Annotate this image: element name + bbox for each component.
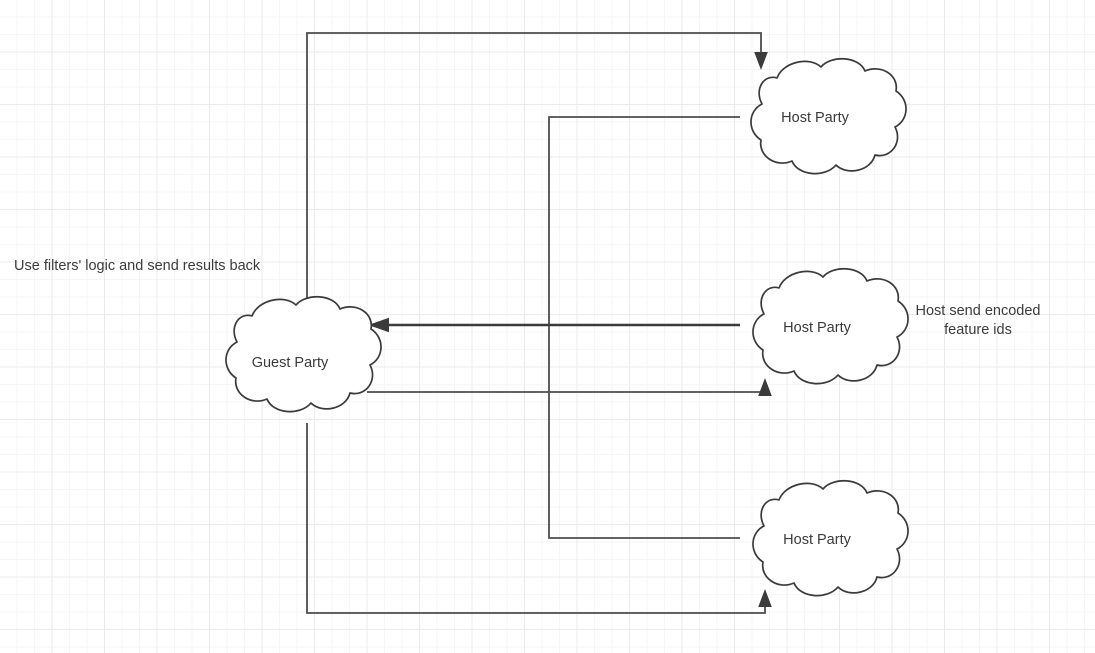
node-host-party-top[interactable]: Host Party xyxy=(750,58,907,175)
host-party-middle-cloud-shape xyxy=(752,268,909,385)
edge-host-top-to-host-bottom xyxy=(548,116,740,539)
host-party-bottom-cloud-shape xyxy=(752,480,909,597)
node-host-party-bottom[interactable]: Host Party xyxy=(752,480,909,597)
arrowhead-host-middle-to-guest-icon xyxy=(368,317,389,333)
guest-party-label: Guest Party xyxy=(252,355,329,371)
annotation-left-note: Use filters' logic and send results back xyxy=(14,258,261,274)
host-party-top-label: Host Party xyxy=(781,110,849,126)
edge-guest-to-host-bottom xyxy=(306,423,766,614)
guest-party-cloud-shape xyxy=(225,296,382,413)
annotation-right-note-line2: feature ids xyxy=(944,322,1012,338)
node-host-party-middle[interactable]: Host Party xyxy=(752,268,909,385)
arrowhead-guest-to-host-bottom-icon xyxy=(758,589,772,607)
arrowhead-guest-to-host-middle-icon xyxy=(758,378,772,396)
annotation-right-note-line1: Host send encoded xyxy=(916,303,1041,319)
host-party-middle-label: Host Party xyxy=(783,320,851,336)
edge-guest-to-host-top xyxy=(306,32,762,300)
edge-guest-to-host-middle xyxy=(367,391,766,396)
arrowhead-guest-to-host-top-icon xyxy=(754,52,768,70)
host-party-top-cloud-shape xyxy=(750,58,907,175)
node-guest-party[interactable]: Guest Party xyxy=(225,296,382,413)
host-party-bottom-label: Host Party xyxy=(783,532,851,548)
